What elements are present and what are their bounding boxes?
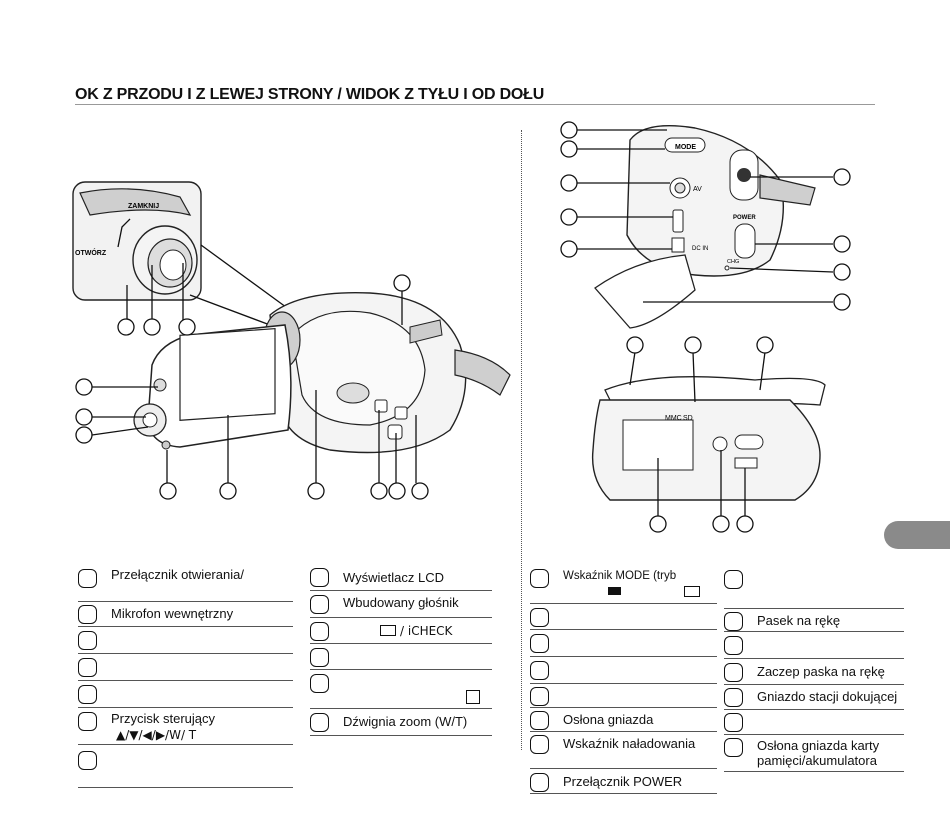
icheck-label: / iCHECK	[400, 624, 453, 638]
legend-text-line2: pamięci/akumulatora	[757, 753, 877, 768]
number-box	[530, 634, 549, 653]
legend-text: Zaczep paska na rękę	[757, 664, 885, 679]
legend-row: Wbudowany głośnik	[310, 591, 492, 618]
number-box	[310, 622, 329, 641]
legend-row	[310, 644, 492, 670]
legend-row: / iCHECK	[310, 618, 492, 644]
legend-text: Gniazdo stacji dokującej	[757, 689, 898, 704]
legend-row: Przycisk sterujący ▲/▼/◀/▶/W/ T	[78, 708, 293, 745]
legend-row	[78, 654, 293, 681]
number-box	[310, 595, 329, 614]
legend-text: Wbudowany głośnik	[343, 595, 459, 610]
legend-row	[724, 568, 904, 609]
legend-row	[530, 630, 717, 657]
legend-row: Osłona gniazda	[530, 708, 717, 732]
legend-text: Przełącznik otwierania/	[111, 567, 244, 582]
number-box	[310, 648, 329, 667]
legend-row	[78, 745, 293, 788]
legend-row	[78, 681, 293, 708]
number-box	[310, 713, 329, 732]
camcorder-bottom-figure: MMC SD	[591, 336, 826, 533]
number-box	[78, 712, 97, 731]
playback-icon	[684, 586, 700, 597]
mode-button-label: MODE	[675, 144, 696, 151]
legend-row: Pasek na rękę	[724, 609, 904, 632]
number-box	[724, 738, 743, 757]
legend-row: Mikrofon wewnętrzny	[78, 602, 293, 627]
legend-row: Przełącznik otwierania/	[78, 563, 293, 602]
display-icon	[380, 625, 396, 636]
number-box	[530, 608, 549, 627]
page-title: OK Z PRZODU I Z LEWEJ STRONY / WIDOK Z T…	[75, 86, 545, 103]
legend-row: Przełącznik POWER	[530, 769, 717, 794]
number-box	[78, 569, 97, 588]
control-directions: ▲/▼/◀/▶/W/ T	[116, 728, 197, 742]
number-box	[530, 569, 549, 588]
legend-row: Dźwignia zoom (W/T)	[310, 709, 492, 736]
number-box	[724, 612, 743, 631]
chg-label: CHG	[727, 259, 739, 265]
number-box	[530, 735, 549, 754]
chapter-tab	[884, 521, 950, 549]
number-box	[724, 663, 743, 682]
legend-row	[310, 670, 492, 709]
legend-left: Przełącznik otwierania/ Mikrofon wewnętr…	[78, 563, 293, 788]
sd-label: SD	[683, 415, 693, 422]
number-box	[78, 751, 97, 770]
legend-row	[530, 684, 717, 708]
camcorder-rear-figure: MODE AV DC IN POWER CHG	[560, 121, 851, 329]
number-box	[78, 685, 97, 704]
legend-row	[724, 710, 904, 735]
number-box	[724, 688, 743, 707]
number-box	[78, 631, 97, 650]
number-box	[310, 568, 329, 587]
legend-text: Wskaźnik naładowania	[563, 736, 696, 751]
number-box	[78, 658, 97, 677]
av-label: AV	[693, 186, 702, 193]
legend-text: Wskaźnik MODE (tryb	[563, 570, 677, 582]
scene-icon	[466, 690, 480, 704]
legend-text: Pasek na rękę	[757, 613, 841, 628]
legend-row: Gniazdo stacji dokującej	[724, 685, 904, 710]
number-box	[530, 711, 549, 730]
number-box	[724, 636, 743, 655]
power-label: POWER	[733, 215, 756, 221]
legend-row: Wyświetlacz LCD	[310, 565, 492, 591]
legend-text: Mikrofon wewnętrzny	[111, 606, 234, 621]
number-box	[530, 773, 549, 792]
legend-text: Przycisk sterujący	[111, 711, 216, 726]
legend-row: Wskaźnik MODE (tryb	[530, 567, 717, 604]
legend-text: Osłona gniazda	[563, 712, 654, 727]
legend-row	[724, 632, 904, 659]
legend-text: Osłona gniazda karty	[757, 738, 880, 753]
number-box	[724, 713, 743, 732]
column-divider	[521, 130, 522, 750]
legend-right-2: Pasek na rękę Zaczep paska na rękę Gniaz…	[724, 568, 904, 772]
number-box	[724, 570, 743, 589]
legend-row	[530, 604, 717, 630]
label-zamknij: ZAMKNIJ	[128, 203, 159, 210]
camcorder-front-left-figure: ZAMKNIJ OTWÓRZ	[72, 181, 511, 500]
number-box	[78, 605, 97, 624]
legend-row	[78, 627, 293, 654]
legend-text: Dźwignia zoom (W/T)	[343, 714, 468, 729]
legend-text: Przełącznik POWER	[563, 774, 683, 789]
legend-row	[530, 657, 717, 684]
title-rule	[75, 104, 875, 105]
legend-row: Zaczep paska na rękę	[724, 659, 904, 685]
number-box	[530, 661, 549, 680]
number-box	[310, 674, 329, 693]
legend-row: Wskaźnik naładowania	[530, 732, 717, 769]
camcorder-icon	[608, 587, 621, 595]
legend-middle: Wyświetlacz LCD Wbudowany głośnik / iCHE…	[310, 565, 492, 736]
mmc-label: MMC	[665, 415, 682, 422]
legend-right-1: Wskaźnik MODE (tryb Osłona gniazda Wskaź…	[530, 567, 717, 794]
label-otworz: OTWÓRZ	[75, 248, 107, 257]
dcin-label: DC IN	[692, 246, 708, 252]
number-box	[530, 687, 549, 706]
legend-text: Wyświetlacz LCD	[343, 570, 445, 585]
